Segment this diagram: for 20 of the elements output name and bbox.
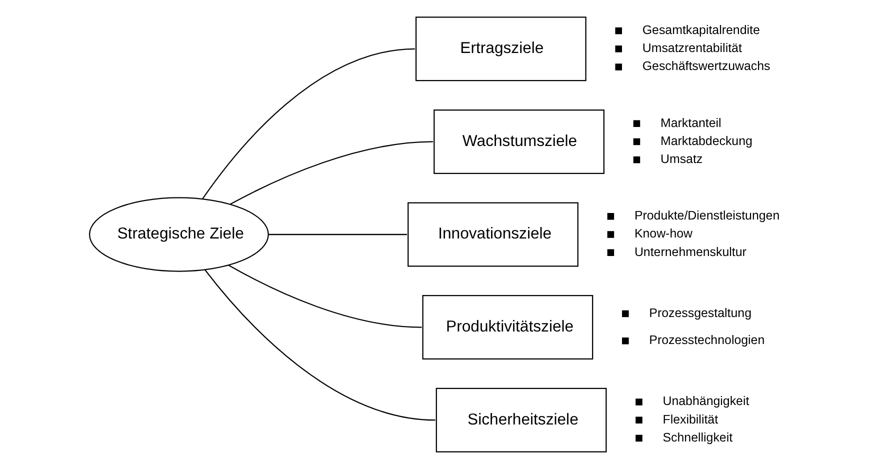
node-label: Umsatz [660, 152, 703, 166]
node-label: Know-how [634, 226, 693, 241]
node-label: Unabhängigkeit [662, 394, 750, 408]
connector [230, 141, 434, 205]
node-label: Gesamtkapitalrendite [642, 22, 760, 37]
node-label: Marktanteil [660, 116, 722, 130]
connector [202, 48, 415, 200]
node-label: Umsatzrentabilität [642, 41, 742, 56]
node-ellipse: Strategische Ziele [88, 197, 269, 272]
node-label: Prozessgestaltung [649, 306, 752, 320]
node-label: Schnelligkeit [662, 430, 733, 444]
node-label: Unternehmenskultur [634, 244, 746, 259]
node-label: Flexibilität [662, 412, 718, 426]
connector [268, 234, 407, 236]
node-label: Prozesstechnologien [649, 333, 765, 348]
node-label: Produkte/Dienstleistungen [634, 208, 780, 223]
node-label: Geschäftswertzuwachs [642, 59, 770, 74]
connector [228, 264, 422, 328]
node-label: Marktabdeckung [660, 134, 752, 148]
connector [204, 270, 436, 421]
